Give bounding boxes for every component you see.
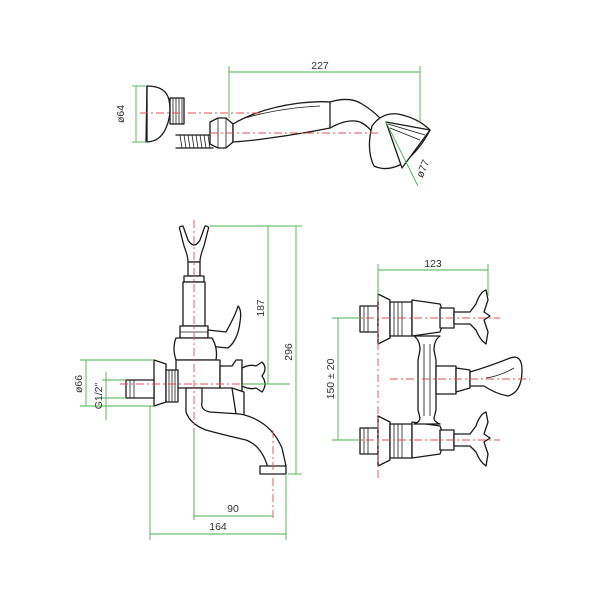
shower-holder-cup [145, 85, 171, 143]
mixer-front-view: 123 150 ± 20 [325, 258, 530, 478]
dim-label-164: 164 [209, 521, 227, 533]
dim-label-flange-diameter: ø66 [73, 375, 85, 393]
lower-cross-handle [453, 411, 491, 467]
hand-shower-handle [232, 101, 331, 143]
lower-inlet [359, 427, 379, 455]
hand-shower-view: 227 ø64 ø77 [115, 60, 432, 187]
lower-nut [389, 423, 413, 459]
lower-flange [377, 415, 391, 467]
flexible-hose [175, 134, 214, 149]
dim-label-187: 187 [255, 299, 267, 317]
diverter-lever [207, 305, 242, 349]
dim-label-123: 123 [424, 258, 442, 270]
mixer-body [175, 359, 221, 389]
mixer-body-top [173, 337, 218, 361]
holder-knurled-ring [169, 97, 185, 125]
upper-flange [377, 293, 391, 345]
diverter-lever-front [469, 356, 523, 397]
mixer-side-view: 187 296 ø66 G1/2" 90 164 [73, 220, 302, 540]
dim-line-head-diameter [385, 121, 419, 187]
dim-label-296: 296 [283, 343, 295, 361]
dim-label-center-distance: 150 ± 20 [325, 358, 337, 399]
shower-fork-holder [178, 225, 210, 263]
upper-nut [389, 301, 413, 337]
dim-label-head-diameter: ø77 [414, 158, 432, 179]
cross-handle [241, 361, 266, 393]
central-mixer-column [413, 335, 441, 425]
dim-label-90: 90 [227, 503, 239, 515]
bath-spout [185, 387, 287, 469]
upper-cross-handle [453, 289, 491, 345]
wall-flange [153, 359, 167, 407]
diverter-mount [435, 365, 457, 395]
upper-inlet [359, 305, 379, 333]
dim-label-thread: G1/2" [93, 382, 105, 409]
dim-label-227: 227 [311, 60, 329, 72]
valve-bonnet [219, 359, 243, 395]
dim-label-holder-diameter: ø64 [115, 105, 127, 123]
inlet-thread [125, 379, 155, 399]
